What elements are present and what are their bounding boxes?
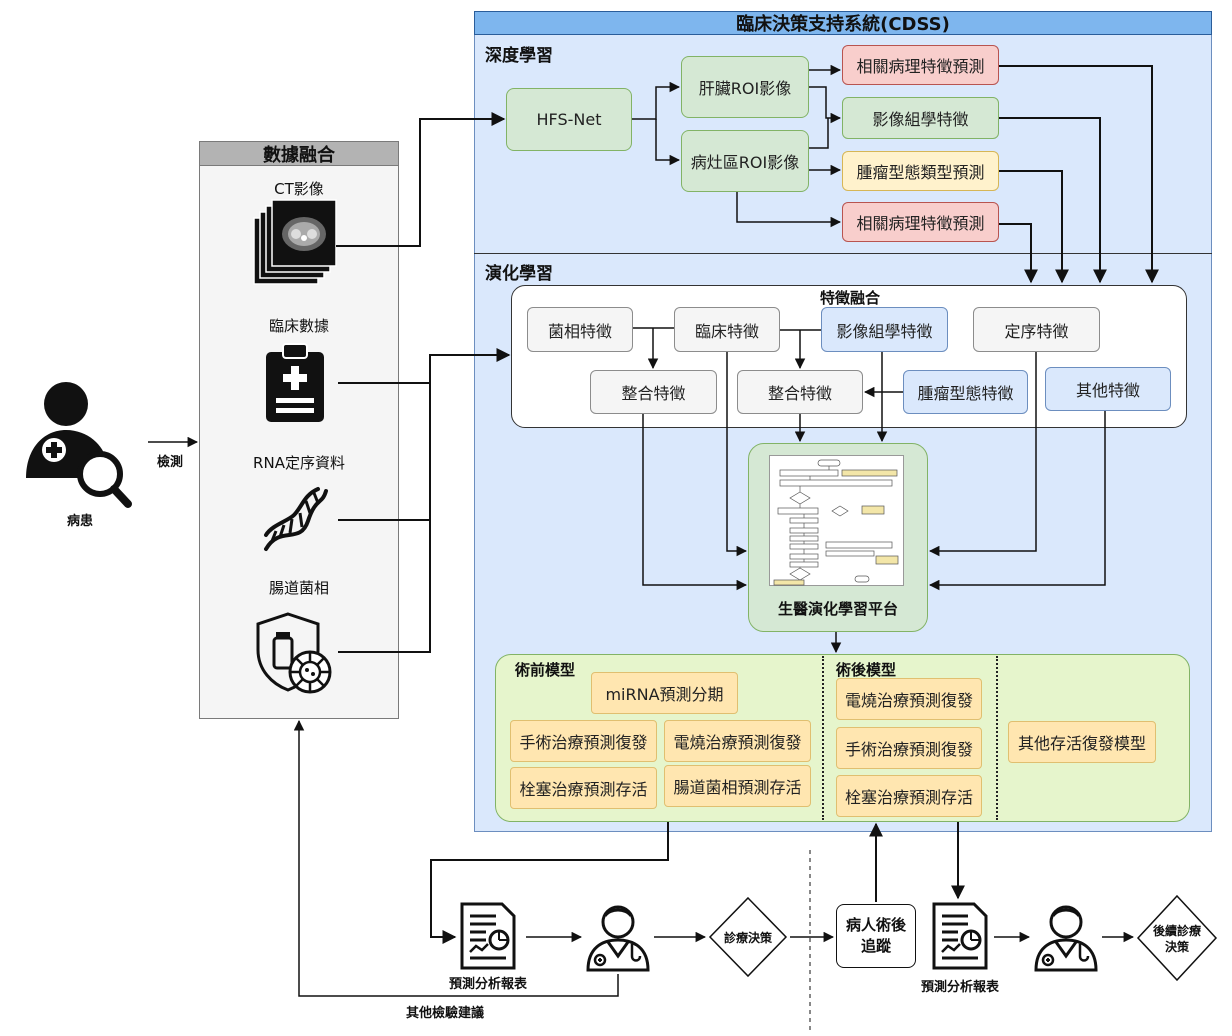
- surgery-pre-box: 手術治療預測復發: [510, 720, 657, 762]
- integrated-feature-box-2: 整合特徵: [737, 370, 863, 414]
- clinical-data-label: 臨床數據: [268, 317, 329, 335]
- lesion-roi-label: 病灶區ROI影像: [690, 153, 800, 172]
- section-divider: [474, 253, 1212, 254]
- radiomics-fusion-label: 影像組學特徵: [836, 321, 933, 341]
- patient-label: 病患: [66, 514, 93, 529]
- tace-post-label: 栓塞治療預測存活: [844, 788, 973, 807]
- rna-label: RNA定序資料: [253, 454, 345, 472]
- liver-roi-box: 肝臟ROI影像: [681, 56, 809, 118]
- rfa-pre-box: 電燒治療預測復發: [664, 720, 811, 762]
- models-divider-1: [822, 656, 824, 820]
- data-fusion-title: 數據融合: [263, 144, 335, 166]
- pathology-label-2: 相關病理特徵預測: [856, 214, 985, 233]
- gut-label: 腸道菌相: [268, 579, 329, 597]
- dna-helix-icon: [260, 485, 330, 555]
- pathology-prediction-box-1: 相關病理特徵預測: [842, 45, 999, 85]
- data-fusion-header: 數據融合: [199, 141, 399, 166]
- cdss-header: 臨床決策支持系統(CDSS): [474, 11, 1212, 35]
- integrated-feature-label-1: 整合特徵: [621, 384, 686, 403]
- report-document-icon: [458, 902, 518, 970]
- clipboard-medical-icon: [264, 342, 326, 424]
- rfa-post-label: 電燒治療預測復發: [844, 691, 973, 710]
- followup-box: 病人術後 追蹤: [836, 904, 916, 968]
- surgery-post-box: 手術治療預測復發: [836, 727, 982, 769]
- doctor-icon: [584, 902, 652, 972]
- radiomics-fusion-box: 影像組學特徵: [821, 307, 948, 352]
- pathology-label-1: 相關病理特徵預測: [856, 57, 985, 76]
- tumor-morphology-box: 腫瘤型態特徵: [903, 370, 1028, 414]
- clinical-feature-label: 臨床特徵: [694, 321, 759, 341]
- models-divider-2: [996, 656, 998, 820]
- sequencing-feature-label: 定序特徵: [1004, 321, 1069, 341]
- patient-search-icon: [24, 378, 132, 508]
- tumor-type-label: 腫瘤型態類型預測: [856, 163, 985, 182]
- other-model-box: 其他存活復發模型: [1008, 721, 1156, 763]
- sequencing-feature-box: 定序特徵: [973, 307, 1100, 352]
- detect-label: 檢測: [156, 455, 183, 470]
- lesion-roi-box: 病灶區ROI影像: [681, 130, 809, 192]
- report-document-icon-2: [930, 902, 990, 970]
- other-model-label: 其他存活復發模型: [1017, 734, 1146, 753]
- tace-pre-label: 栓塞治療預測存活: [519, 780, 648, 799]
- tumor-type-prediction-box: 腫瘤型態類型預測: [842, 151, 999, 191]
- rfa-post-box: 電燒治療預測復發: [836, 678, 982, 720]
- platform-label: 生醫演化學習平台: [777, 600, 898, 618]
- cdss-title: 臨床決策支持系統(CDSS): [736, 14, 950, 35]
- pre-op-title: 術前模型: [515, 661, 576, 679]
- hfs-net-box: HFS-Net: [506, 88, 632, 151]
- microbe-feature-box: 菌相特徵: [527, 307, 633, 352]
- followup-label: 病人術後 追蹤: [845, 916, 906, 955]
- other-feature-label: 其他特徵: [1075, 381, 1140, 400]
- surgery-pre-label: 手術治療預測復發: [519, 733, 648, 752]
- surgery-post-label: 手術治療預測復發: [844, 740, 973, 759]
- next-decision-diamond: [1136, 894, 1218, 982]
- rfa-pre-label: 電燒治療預測復發: [673, 733, 802, 752]
- shield-virus-icon: [252, 610, 338, 696]
- liver-roi-label: 肝臟ROI影像: [698, 79, 792, 98]
- flowchart-thumbnail-icon: [769, 455, 904, 586]
- report-label-2: 預測分析報表: [920, 980, 999, 995]
- data-fusion-panel: [199, 141, 399, 719]
- report-label-1: 預測分析報表: [448, 977, 527, 992]
- tace-pre-box: 栓塞治療預測存活: [510, 767, 657, 809]
- hfs-net-label: HFS-Net: [536, 110, 602, 129]
- other-tests-label: 其他檢驗建議: [405, 1006, 484, 1021]
- tace-post-box: 栓塞治療預測存活: [836, 775, 982, 817]
- clinical-feature-box: 臨床特徵: [674, 307, 780, 352]
- other-feature-box: 其他特徵: [1045, 367, 1171, 411]
- doctor-icon-2: [1032, 902, 1100, 972]
- diagnosis-decision-diamond: [708, 896, 788, 978]
- pathology-prediction-box-2: 相關病理特徵預測: [842, 202, 999, 242]
- gut-pre-label: 腸道菌相預測存活: [673, 778, 802, 797]
- mirna-label: miRNA預測分期: [605, 685, 724, 704]
- microbe-feature-label: 菌相特徵: [547, 321, 612, 341]
- feature-fusion-title: 特徵融合: [819, 289, 880, 307]
- ct-label: CT影像: [274, 180, 324, 198]
- ct-scan-icon: [252, 198, 338, 288]
- evolution-learning-title: 演化學習: [485, 264, 553, 284]
- next-decision-label: 後續診療 決策: [1152, 924, 1201, 954]
- mirna-model-box: miRNA預測分期: [591, 672, 738, 714]
- diagnosis-label: 診療決策: [723, 931, 772, 945]
- deep-learning-title: 深度學習: [485, 46, 553, 66]
- integrated-feature-label-2: 整合特徵: [767, 384, 832, 403]
- gut-pre-box: 腸道菌相預測存活: [664, 765, 811, 807]
- post-op-title: 術後模型: [836, 661, 897, 679]
- radiomics-feature-box: 影像組學特徵: [842, 97, 999, 139]
- integrated-feature-box-1: 整合特徵: [590, 370, 717, 414]
- tumor-morphology-label: 腫瘤型態特徵: [917, 384, 1014, 403]
- radiomics-label: 影像組學特徵: [872, 110, 969, 129]
